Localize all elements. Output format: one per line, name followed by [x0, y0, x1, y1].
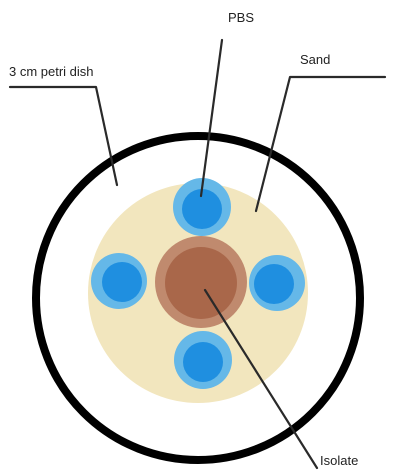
pbs-well-right [249, 255, 305, 311]
pbs-label: PBS [228, 10, 254, 25]
sand-label: Sand [300, 52, 330, 67]
pbs-well-right-inner [254, 264, 294, 304]
pbs-well-left [91, 253, 147, 309]
isolate-well [155, 236, 247, 328]
pbs-well-bottom-inner [183, 342, 223, 382]
pbs-well-left-inner [102, 262, 142, 302]
pbs-leader-line [201, 40, 222, 196]
isolate-well-inner [165, 247, 237, 319]
isolate-label: Isolate [320, 453, 358, 468]
pbs-well-bottom [174, 331, 232, 389]
petri-dish-label: 3 cm petri dish [9, 64, 94, 79]
